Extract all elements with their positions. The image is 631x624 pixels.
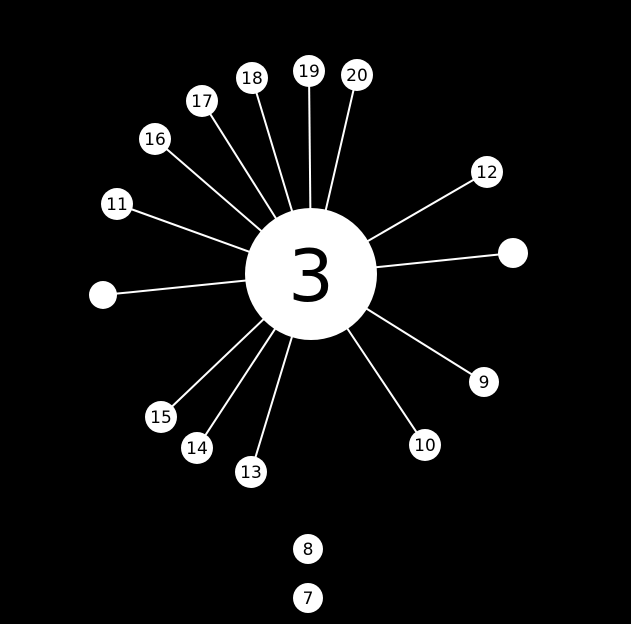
graph-node-19[interactable]: 19: [293, 55, 325, 87]
node-label: 11: [106, 195, 128, 215]
graph-edge: [254, 334, 294, 459]
graph-edge: [129, 207, 252, 254]
graph-node-16[interactable]: 16: [139, 123, 171, 155]
graph-node-3[interactable]: 3: [245, 208, 377, 340]
node-circle[interactable]: [293, 55, 325, 87]
node-label: 9: [479, 373, 490, 393]
node-circle[interactable]: [293, 534, 323, 564]
node-layer: 3 9 10 11 12 13 14 15 16 17 18 19 20 8 7: [89, 55, 528, 613]
node-circle[interactable]: [469, 367, 499, 397]
node-label: 19: [298, 62, 320, 82]
graph-node-12[interactable]: 12: [471, 156, 503, 188]
node-circle[interactable]: [145, 401, 177, 433]
graph-node-8[interactable]: 8: [293, 534, 323, 564]
node-circle[interactable]: [341, 59, 373, 91]
node-label: 14: [186, 439, 208, 459]
graph-edge: [324, 88, 355, 212]
node-circle[interactable]: [245, 208, 377, 340]
node-circle[interactable]: [186, 85, 218, 117]
node-label: 17: [191, 92, 213, 112]
graph-edge: [164, 147, 264, 233]
graph-edge: [114, 279, 248, 295]
node-label: 12: [476, 163, 498, 183]
graph-edge: [364, 307, 474, 376]
graph-edge: [203, 326, 277, 437]
node-circle[interactable]: [471, 156, 503, 188]
graph-node-10[interactable]: 10: [409, 429, 441, 461]
graph-node-13[interactable]: 13: [235, 456, 267, 488]
node-label: 3: [288, 234, 334, 318]
node-label: 7: [303, 589, 314, 609]
graph-node-unlabeled[interactable]: [498, 238, 528, 268]
graph-node-17[interactable]: 17: [186, 85, 218, 117]
graph-node-unlabeled[interactable]: [89, 281, 117, 309]
graph-node-7[interactable]: 7: [293, 583, 323, 613]
graph-node-15[interactable]: 15: [145, 401, 177, 433]
graph-edge: [374, 253, 501, 269]
graph-edge: [208, 112, 278, 221]
graph-edge: [255, 91, 294, 214]
node-label: 15: [150, 408, 172, 428]
node-label: 10: [414, 436, 436, 456]
node-circle[interactable]: [89, 281, 117, 309]
node-circle[interactable]: [498, 238, 528, 268]
node-label: 13: [240, 463, 262, 483]
graph-node-11[interactable]: 11: [101, 188, 133, 220]
graph-node-14[interactable]: 14: [181, 432, 213, 464]
node-label: 18: [241, 69, 263, 89]
graph-node-9[interactable]: 9: [469, 367, 499, 397]
node-label: 20: [346, 66, 368, 86]
node-circle[interactable]: [236, 62, 268, 94]
graph-edge: [308, 84, 312, 211]
node-circle[interactable]: [293, 583, 323, 613]
node-circle[interactable]: [101, 188, 133, 220]
node-circle[interactable]: [235, 456, 267, 488]
graph-node-18[interactable]: 18: [236, 62, 268, 94]
edge-layer: [114, 84, 501, 459]
node-label: 16: [144, 130, 166, 150]
node-circle[interactable]: [181, 432, 213, 464]
graph-edge: [170, 317, 266, 409]
graph-edge: [345, 326, 419, 434]
node-circle[interactable]: [139, 123, 171, 155]
graph-edge: [365, 178, 476, 243]
node-label: 8: [303, 540, 314, 560]
node-circle[interactable]: [409, 429, 441, 461]
graph-node-20[interactable]: 20: [341, 59, 373, 91]
